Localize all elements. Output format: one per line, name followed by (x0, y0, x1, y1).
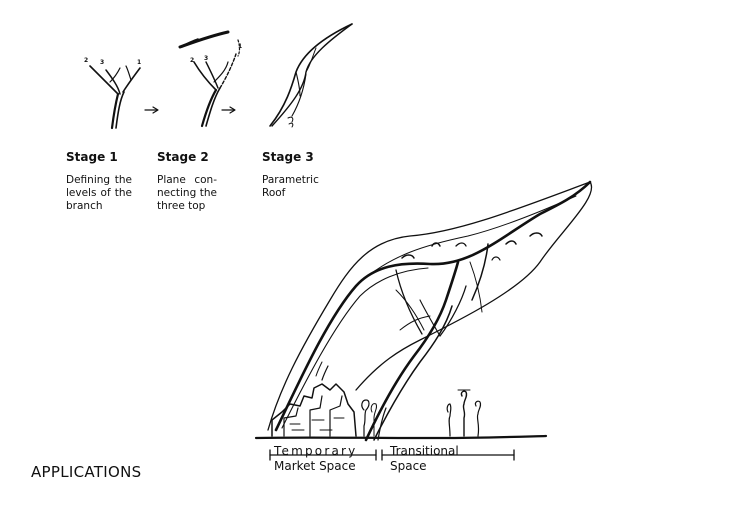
arrow-stage-1-to-2 (144, 106, 159, 114)
stage-2-branch-number-2: 2 (190, 57, 194, 64)
temporary-label-line-2: Market Space (274, 459, 356, 473)
stage-3-title: Stage 3 (262, 150, 314, 164)
arrow-stage-2-to-3 (221, 106, 236, 114)
stage-2-title: Stage 2 (157, 150, 209, 164)
stage-1-caption: Stage 1 Defining the levels of the branc… (66, 150, 136, 213)
section-title-applications: APPLICATIONS (31, 463, 142, 481)
transitional-label-line-1: Transitional (390, 444, 459, 458)
stage-2-branch-number-1: 1 (238, 43, 242, 50)
stage-3-description: Parametric Roof (262, 174, 319, 199)
stage-1-branch-sketch: 2 3 1 (84, 57, 141, 130)
stage-1-description: Defining the levels of the branch (66, 174, 132, 212)
stage-3-roof-sketch (269, 23, 353, 128)
stage-2-branch-sketch: 2 3 1 (178, 30, 242, 128)
stage-1-branch-number-1: 1 (137, 59, 141, 66)
temporary-market-dimension-line (269, 449, 377, 461)
transitional-space-dimension-line (381, 449, 515, 461)
temporary-label-line-1: Temporary (274, 444, 358, 458)
stage-2-description: Plane con-necting the three top (157, 174, 217, 212)
stage-2-branch-number-3: 3 (204, 55, 208, 62)
temporary-market-space-label: Temporary Market Space (274, 444, 384, 474)
stage-1-branch-number-3: 3 (100, 59, 104, 66)
stage-2-caption: Stage 2 Plane con-necting the three top (157, 150, 223, 213)
transitional-space-label: Transitional Space (390, 444, 500, 474)
stage-3-caption: Stage 3 Parametric Roof (262, 150, 334, 200)
stage-1-branch-number-2: 2 (84, 57, 88, 64)
main-elevation-sketch (254, 180, 593, 442)
transitional-label-line-2: Space (390, 459, 427, 473)
stage-1-title: Stage 1 (66, 150, 118, 164)
